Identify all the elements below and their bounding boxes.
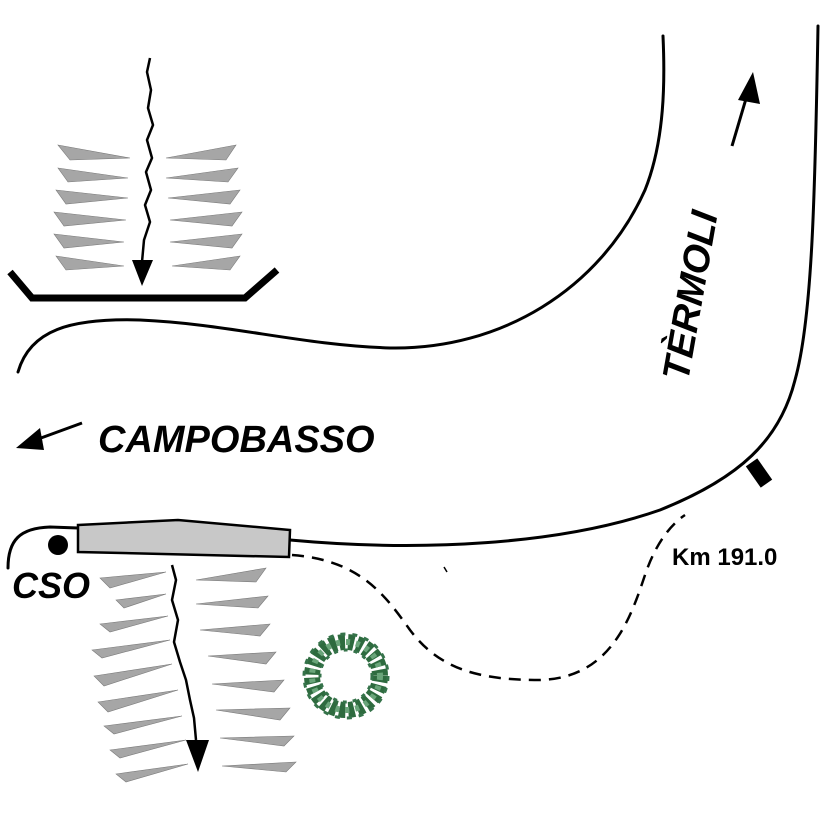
termoli-label: TÈRMOLI bbox=[654, 206, 727, 383]
lower-hachures-right bbox=[195, 567, 297, 773]
dashed-spur bbox=[443, 566, 448, 573]
lower-stream bbox=[170, 564, 198, 741]
campobasso-label: CAMPOBASSO bbox=[98, 419, 375, 461]
lower-stream-arrow-icon bbox=[186, 740, 209, 772]
road-outer-edge bbox=[6, 24, 820, 570]
road-inner-edge bbox=[16, 34, 666, 374]
dashed-track bbox=[291, 513, 686, 682]
upper-stream-arrow-icon bbox=[132, 260, 153, 286]
tree-cluster-icon bbox=[302, 632, 390, 720]
km-marker-post bbox=[745, 458, 773, 488]
km-marker-label: Km 191.0 bbox=[672, 544, 777, 571]
upper-stream bbox=[140, 57, 155, 263]
station-code-label: CSO bbox=[12, 565, 90, 606]
upper-bridge-deck bbox=[7, 267, 280, 302]
upper-hachures-left bbox=[53, 144, 131, 271]
arrow-left-icon bbox=[16, 421, 83, 450]
upper-hachures-right bbox=[165, 144, 243, 271]
arrow-up-icon bbox=[730, 72, 760, 147]
station-dot-icon bbox=[48, 535, 68, 555]
lower-hachures-left bbox=[91, 571, 189, 783]
station-building bbox=[76, 518, 292, 559]
